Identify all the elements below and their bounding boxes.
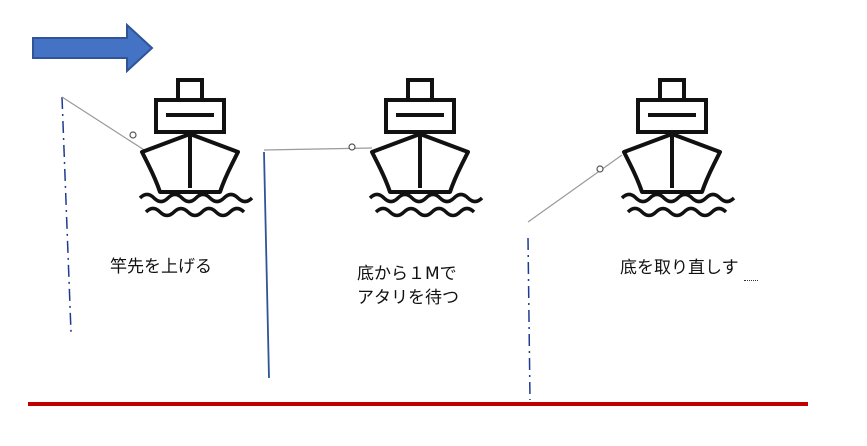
step-2-fishing-line — [263, 151, 270, 379]
step-1-waves-icon — [138, 192, 254, 218]
step-1-caption: 竿先を上げる — [110, 255, 212, 279]
step-3-rod-icon — [527, 154, 623, 223]
step-3-waves-icon — [620, 192, 736, 218]
step-2-caption-line-2: アタリを待つ — [357, 288, 459, 308]
step-1 — [61, 78, 254, 333]
step-1-rod-icon — [61, 96, 153, 156]
step-1-fishing-line — [61, 96, 72, 333]
step-3-caption-spellcheck-underline — [744, 280, 758, 281]
step-2-caption: 底から１Mで アタリを待つ — [357, 262, 459, 310]
step-3-caption: 底を取り直しす — [620, 256, 739, 280]
step-2-rod-icon — [263, 147, 373, 151]
step-2-waves-icon — [368, 192, 484, 218]
step-3-ship-icon — [620, 78, 736, 218]
direction-arrow-icon — [32, 22, 154, 74]
step-2 — [263, 78, 484, 379]
step-3-reel-icon — [596, 165, 604, 173]
step-2-ship-icon — [368, 78, 484, 218]
step-1-reel-icon — [129, 131, 137, 139]
step-3-caption-line-1: 底を取り直しす — [620, 258, 739, 278]
step-1-caption-line-1: 竿先を上げる — [110, 257, 212, 277]
step-3-fishing-line — [527, 237, 531, 401]
step-3 — [527, 78, 736, 401]
step-1-ship-icon — [138, 78, 254, 218]
step-2-reel-icon — [348, 143, 356, 151]
step-2-caption-line-1: 底から１Mで — [357, 264, 457, 284]
